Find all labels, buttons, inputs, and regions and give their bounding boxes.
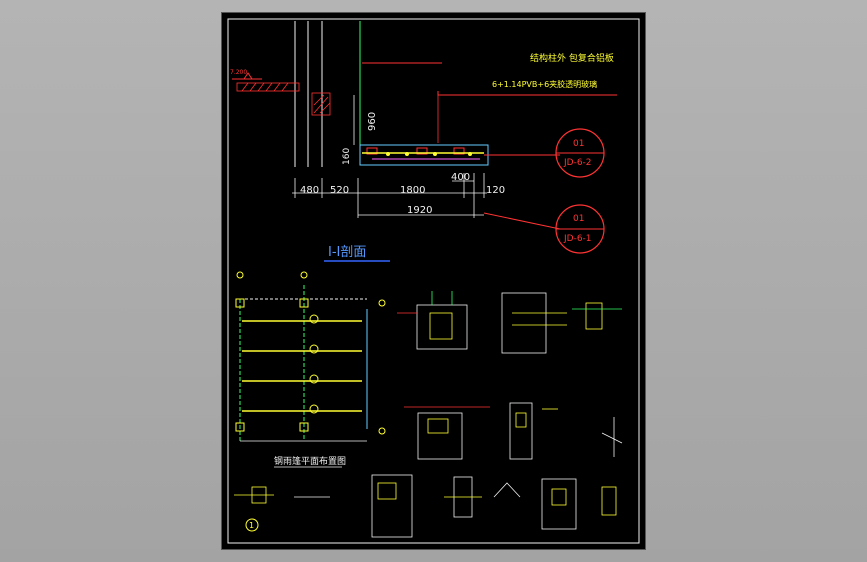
svg-text:01: 01 [573, 214, 584, 224]
dim-480: 480 [300, 185, 319, 196]
dim-400: 400 [451, 172, 470, 183]
section-title: I-I剖面 [328, 245, 366, 260]
svg-text:1: 1 [249, 521, 254, 530]
elevation-mark: 7.200 [230, 69, 262, 80]
detail-node-b [501, 292, 622, 354]
elevation-label: 7.200 [230, 69, 247, 76]
note-glass: 6+1.14PVB+6夹胶透明玻璃 [492, 79, 597, 89]
note-cladding: 结构柱外 包复合铝板 [530, 52, 614, 64]
detail-number-1: 1 [245, 518, 259, 532]
drawing-sheet: 7.200 结构柱外 包复合铝板 6+1.14PVB+6夹胶透明玻璃 960 [222, 13, 645, 549]
callout-top: 01 JD-6-2 [484, 128, 605, 178]
detail-node-a [397, 291, 468, 350]
svg-text:JD-6-2: JD-6-2 [563, 158, 592, 168]
svg-text:960: 960 [367, 112, 378, 131]
plan-title: 钢雨篷平面布置图 [274, 455, 346, 467]
sheet-border [227, 18, 640, 544]
cad-drawing: 7.200 结构柱外 包复合铝板 6+1.14PVB+6夹胶透明玻璃 960 [227, 18, 640, 544]
plan-layout [235, 271, 386, 442]
dim-1800: 1800 [400, 185, 425, 196]
dim-520: 520 [330, 185, 349, 196]
dim-960: 960 [353, 95, 378, 145]
leader-glass [437, 91, 617, 96]
svg-text:01: 01 [573, 139, 584, 149]
detail-node-d [509, 402, 623, 460]
dim-120: 120 [486, 185, 505, 196]
detail-row-bottom [234, 474, 617, 538]
dims-row-1 [292, 173, 487, 218]
canopy-glass-unit [359, 144, 489, 166]
slab-edge-hatch [236, 82, 331, 116]
column-lines [294, 21, 323, 167]
svg-text:JD-6-1: JD-6-1 [563, 234, 592, 244]
dim-160: 160 [342, 148, 352, 165]
detail-node-c [404, 406, 490, 460]
dim-1920: 1920 [407, 205, 432, 216]
callout-bottom: 01 JD-6-1 [483, 204, 605, 254]
